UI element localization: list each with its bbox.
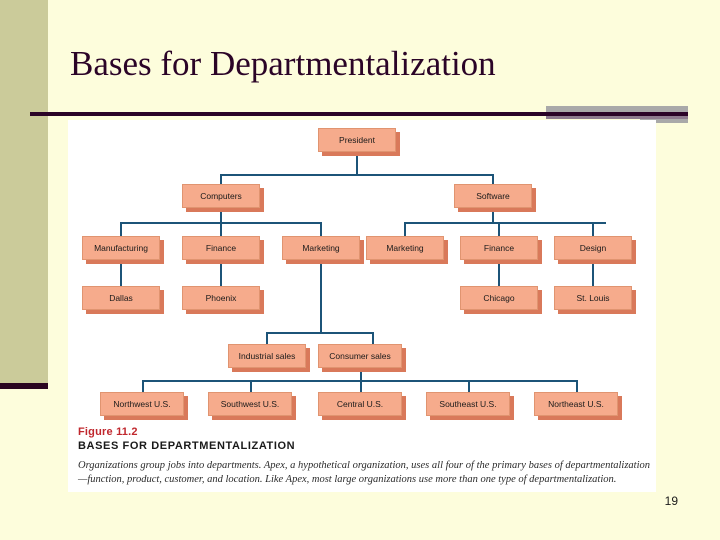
- org-node-marketing-computers[interactable]: Marketing: [282, 236, 360, 260]
- org-node-finance-software[interactable]: Finance: [460, 236, 538, 260]
- connector-bus-marketing-sales: [266, 332, 374, 334]
- connector-drop-industrial-sales: [266, 332, 268, 344]
- connector-drop-consumer-sales: [372, 332, 374, 344]
- org-node-software[interactable]: Software: [454, 184, 532, 208]
- left-decorative-band: [0, 0, 48, 383]
- connector-marketing-stem-long: [320, 260, 322, 332]
- connector-drop-computers: [220, 174, 222, 192]
- connector-drop-dallas: [120, 274, 122, 286]
- org-node-northwest-us[interactable]: Northwest U.S.: [100, 392, 184, 416]
- connector-drop-finance-right: [498, 222, 500, 236]
- connector-president-stem: [356, 152, 358, 174]
- page-number: 19: [664, 494, 678, 508]
- org-node-marketing-software[interactable]: Marketing: [366, 236, 444, 260]
- figure-panel: President Computers Software Manufactu: [68, 120, 656, 492]
- connector-drop-software: [492, 174, 494, 192]
- figure-description: Organizations group jobs into department…: [78, 460, 650, 485]
- connector-drop-central: [360, 380, 362, 392]
- connector-consumer-sales-stem: [360, 368, 362, 380]
- org-node-computers[interactable]: Computers: [182, 184, 260, 208]
- connector-drop-southeast: [468, 380, 470, 392]
- org-chart: President Computers Software Manufactu: [68, 120, 656, 422]
- org-node-industrial-sales[interactable]: Industrial sales: [228, 344, 306, 368]
- figure-number: Figure 11.2: [78, 426, 138, 438]
- figure-caption: Figure 11.2 BASES FOR DEPARTMENTALIZATIO…: [78, 426, 650, 487]
- header-gray-rule: [546, 106, 688, 113]
- org-node-chicago[interactable]: Chicago: [460, 286, 538, 310]
- left-band-accent: [0, 383, 48, 389]
- org-node-dallas[interactable]: Dallas: [82, 286, 160, 310]
- connector-bus-level1: [220, 174, 494, 176]
- connector-drop-manufacturing: [120, 222, 122, 236]
- connector-manufacturing-stem: [120, 260, 122, 274]
- connector-drop-northwest: [142, 380, 144, 392]
- connector-finance-right-stem: [498, 260, 500, 286]
- connector-drop-marketing-right: [404, 222, 406, 236]
- connector-software-stem: [492, 208, 494, 222]
- org-node-southwest-us[interactable]: Southwest U.S.: [208, 392, 292, 416]
- org-node-consumer-sales[interactable]: Consumer sales: [318, 344, 402, 368]
- header-dark-rule: [30, 112, 688, 116]
- figure-title: BASES FOR DEPARTMENTALIZATION: [78, 440, 296, 452]
- org-node-design[interactable]: Design: [554, 236, 632, 260]
- org-node-manufacturing[interactable]: Manufacturing: [82, 236, 160, 260]
- org-node-finance-computers[interactable]: Finance: [182, 236, 260, 260]
- connector-drop-marketing-left: [320, 222, 322, 236]
- connector-computers-stem: [220, 208, 222, 222]
- connector-drop-finance-left: [220, 222, 222, 236]
- connector-bus-software-functions: [404, 222, 606, 224]
- connector-drop-northeast: [576, 380, 578, 392]
- connector-drop-design: [592, 222, 594, 236]
- org-node-president[interactable]: President: [318, 128, 396, 152]
- header-mauve-rule: [546, 116, 688, 119]
- connector-design-stem: [592, 260, 594, 286]
- connector-drop-southwest: [250, 380, 252, 392]
- org-node-northeast-us[interactable]: Northeast U.S.: [534, 392, 618, 416]
- org-node-central-us[interactable]: Central U.S.: [318, 392, 402, 416]
- page-title: Bases for Departmentalization: [70, 44, 496, 83]
- connector-finance-left-stem: [220, 260, 222, 286]
- org-node-phoenix[interactable]: Phoenix: [182, 286, 260, 310]
- org-node-st-louis[interactable]: St. Louis: [554, 286, 632, 310]
- org-node-southeast-us[interactable]: Southeast U.S.: [426, 392, 510, 416]
